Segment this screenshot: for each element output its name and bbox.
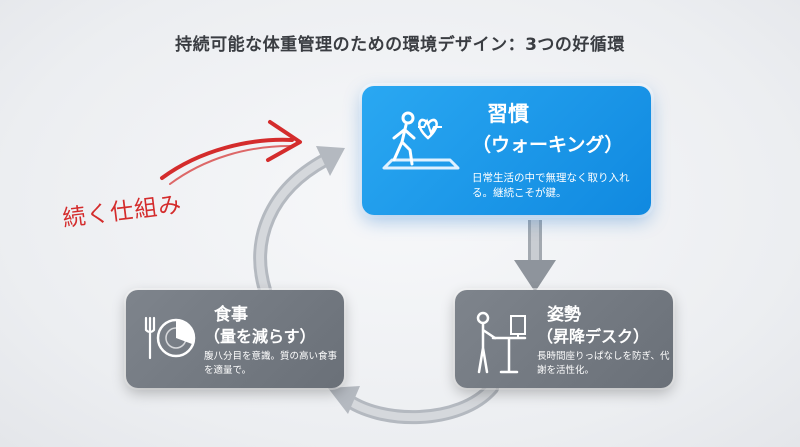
diet-card: 食事 （量を減らす） 腹八分目を意識。質の高い食事を適量で。 — [126, 290, 344, 388]
posture-title: 姿勢 — [547, 305, 581, 325]
habit-title: 習慣 — [487, 102, 529, 126]
posture-subtitle: （昇降デスク） — [537, 327, 650, 346]
habit-subtitle: （ウォーキング） — [472, 134, 624, 156]
walking-person-icon — [380, 110, 462, 178]
arrow-posture-to-diet — [328, 381, 499, 425]
arrow-diet-to-habit — [253, 146, 345, 297]
posture-card: 姿勢 （昇降デスク） 長時間座りっぱなしを防ぎ、代謝を活性化。 — [455, 290, 673, 388]
standing-desk-icon — [469, 304, 531, 380]
habit-description: 日常生活の中で無理なく取り入れる。継続こそが鍵。 — [472, 172, 630, 200]
diet-title: 食事 — [214, 305, 248, 325]
diet-subtitle: （量を減らす） — [204, 327, 316, 346]
diagram-title: 持続可能な体重管理のための環境デザイン：3つの好循環 — [175, 35, 625, 55]
posture-description: 長時間座りっぱなしを防ぎ、代謝を活性化。 — [537, 351, 670, 376]
diet-description: 腹八分目を意識。質の高い食事を適量で。 — [204, 351, 338, 376]
plate-cutlery-icon — [142, 314, 198, 366]
arrow-habit-to-posture — [514, 220, 556, 292]
habit-card: 習慣 （ウォーキング） 日常生活の中で無理なく取り入れる。継続こそが鍵。 — [362, 86, 651, 215]
red-annotation-arrow — [160, 120, 302, 185]
